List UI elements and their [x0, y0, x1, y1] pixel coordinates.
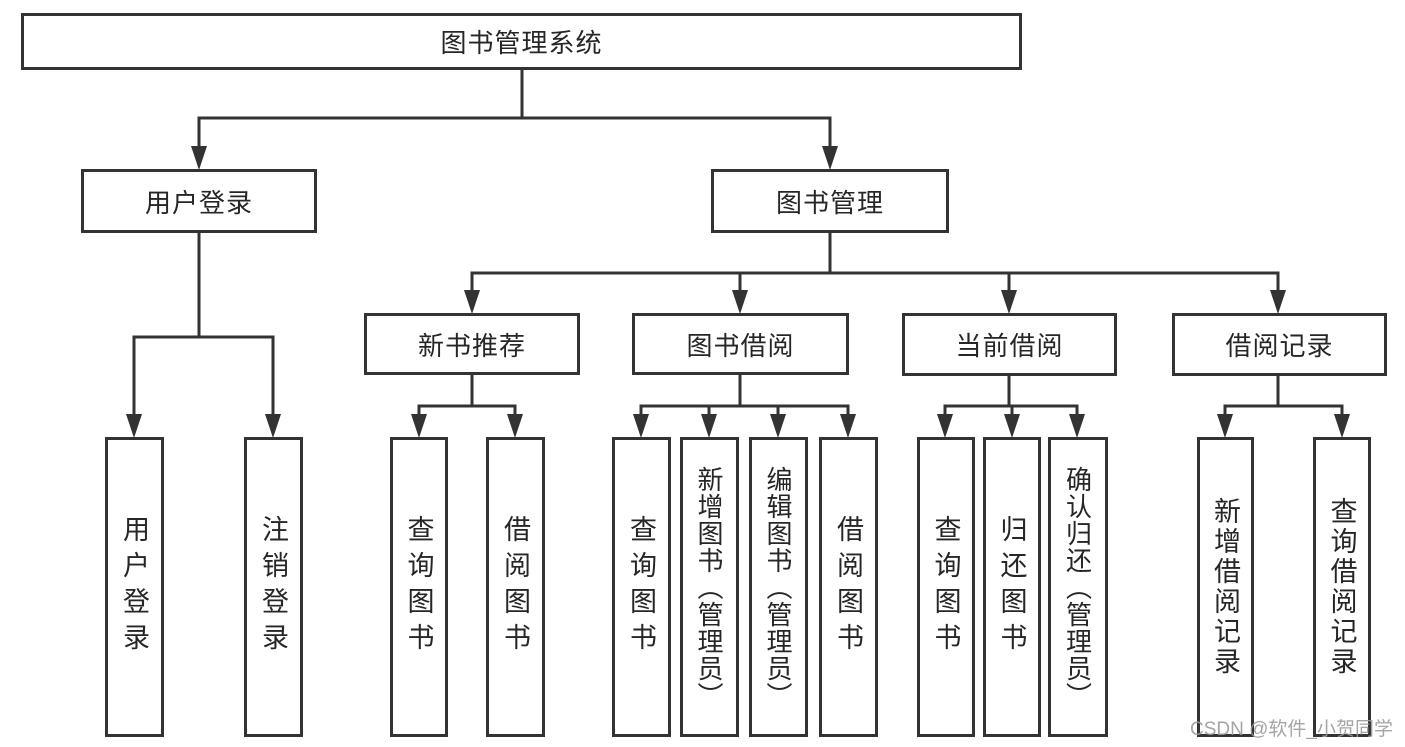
- leaf-label: 查询图书: [626, 515, 656, 659]
- leaf-label: 用户登录: [119, 515, 149, 659]
- node-label: 图书借阅: [686, 330, 795, 361]
- leaf-label: 新增图书（管理员）: [694, 465, 724, 709]
- arrowhead: [1001, 290, 1017, 314]
- node-user-login: 用户登录: [81, 169, 317, 233]
- arrowhead: [770, 414, 786, 438]
- arrowhead: [265, 414, 281, 438]
- leaf-label: 借阅图书: [833, 515, 863, 659]
- node-label: 借阅记录: [1225, 331, 1334, 361]
- node-label: 当前借阅: [955, 331, 1064, 361]
- leaf-query-borrow-record: 查询借阅记录: [1313, 437, 1371, 737]
- leaf-query-books-current: 查询图书: [917, 437, 975, 737]
- arrowhead: [126, 414, 142, 438]
- leaf-query-books-borrowing: 查询图书: [612, 437, 671, 737]
- node-new-book-recommend: 新书推荐: [364, 313, 580, 375]
- leaf-edit-books-admin: 编辑图书（管理员）: [749, 437, 808, 737]
- node-current-borrowing: 当前借阅: [902, 313, 1117, 376]
- arrowhead: [633, 414, 649, 438]
- arrowhead: [701, 414, 717, 438]
- leaf-add-borrow-record: 新增借阅记录: [1197, 437, 1254, 737]
- leaf-label: 查询借阅记录: [1326, 497, 1357, 677]
- leaf-logout: 注销登录: [244, 437, 303, 737]
- node-root-library-management-system: 图书管理系统: [21, 13, 1022, 70]
- leaf-label: 归还图书: [996, 515, 1027, 659]
- arrowhead: [1334, 414, 1350, 438]
- arrowhead: [507, 414, 523, 438]
- arrowhead: [464, 290, 480, 314]
- node-label: 新书推荐: [417, 330, 526, 361]
- arrowhead: [411, 414, 427, 438]
- arrowhead: [840, 414, 856, 438]
- arrowhead: [732, 290, 748, 314]
- leaf-confirm-return-admin: 确认归还（管理员）: [1048, 437, 1108, 737]
- node-label: 图书管理: [775, 187, 884, 218]
- node-label: 图书管理系统: [440, 28, 603, 58]
- leaf-label: 查询图书: [930, 515, 961, 659]
- leaf-label: 编辑图书（管理员）: [763, 465, 793, 709]
- leaf-add-books-admin: 新增图书（管理员）: [680, 437, 739, 737]
- arrowhead: [191, 146, 207, 170]
- arrowhead: [822, 146, 838, 170]
- leaf-label: 确认归还（管理员）: [1062, 465, 1093, 709]
- arrowhead: [1217, 414, 1233, 438]
- node-book-management: 图书管理: [711, 169, 949, 233]
- arrowhead: [1004, 414, 1020, 438]
- leaf-label: 新增借阅记录: [1210, 497, 1240, 677]
- node-book-borrowing: 图书借阅: [632, 313, 849, 375]
- node-borrowing-records: 借阅记录: [1172, 313, 1387, 376]
- arrowhead: [1270, 290, 1286, 314]
- leaf-borrow-books-borrowing: 借阅图书: [819, 437, 878, 737]
- watermark: CSDN @软件_小贺同学: [1190, 719, 1393, 740]
- leaf-user-login: 用户登录: [105, 437, 164, 737]
- arrowhead: [937, 414, 953, 438]
- arrowhead: [1069, 414, 1085, 438]
- leaf-label: 借阅图书: [500, 515, 530, 659]
- leaf-label: 查询图书: [403, 515, 434, 659]
- leaf-label: 注销登录: [258, 515, 288, 659]
- node-label: 用户登录: [144, 187, 253, 218]
- leaf-return-books: 归还图书: [983, 437, 1041, 737]
- leaf-borrow-books-recommend: 借阅图书: [486, 437, 545, 737]
- leaf-query-books-recommend: 查询图书: [390, 437, 448, 737]
